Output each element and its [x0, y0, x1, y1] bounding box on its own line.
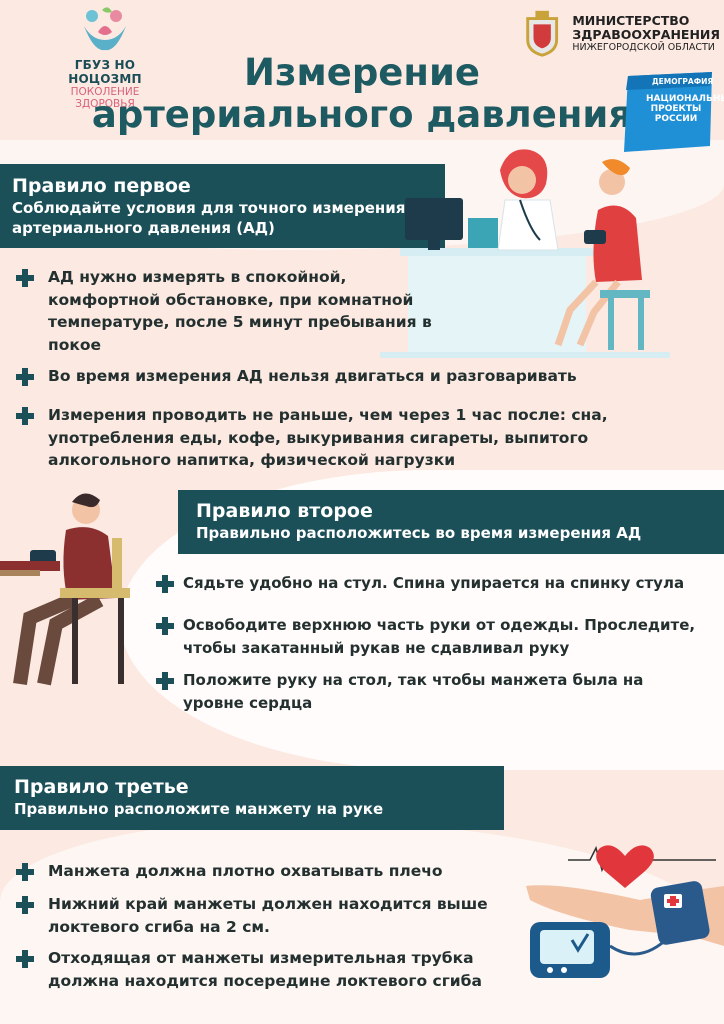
rule3-item-2: Нижний край манжеты должен находится выш… [16, 893, 488, 938]
rule1-item-3-line2: употребления еды, кофе, выкуривания сига… [48, 428, 589, 447]
rule1-item-3-line3: алкогольного напитка, физической нагрузк… [48, 451, 456, 469]
rule1-heading: Правило первое [12, 175, 191, 197]
org-logo: ГБУЗ НО НОЦОЗМП ПОКОЛЕНИЕ ЗДОРОВЬЯ [40, 6, 170, 110]
rule3-item-2-line2: локтевого сгиба на 2 см. [48, 917, 270, 936]
rule1-header: Правило первое Соблюдайте условия для то… [0, 164, 445, 248]
rule3-subtitle: Правильно расположите манжету на руке [14, 800, 384, 818]
rule1-subtitle-line1: Соблюдайте условия для точного измерения [12, 199, 406, 217]
rule2-heading: Правило второе [196, 500, 373, 522]
rule1-item-1-line4: покое [48, 335, 102, 354]
ministry-line1: МИНИСТЕРСТВО [572, 12, 690, 28]
rule3-item-1: Манжета должна плотно охватывать плечо [16, 860, 443, 883]
page-title-line2: артериального давления [91, 93, 633, 136]
rule2-item-1: Сядьте удобно на стул. Спина упирается н… [156, 572, 684, 595]
rule2-item-3-line2: уровне сердца [183, 693, 313, 712]
plus-icon [16, 407, 34, 425]
coat-of-arms-icon [526, 10, 559, 57]
arm-cuff-illustration [526, 845, 724, 978]
rule2-item-3: Положите руку на стол, так чтобы манжета… [156, 669, 643, 714]
rule1-subtitle-line2: артериального давления (АД) [12, 219, 275, 237]
rule2-item-3-line1: Положите руку на стол, так чтобы манжета… [183, 671, 644, 689]
rule3-item-3-line2: должна находится посередине локтевого сг… [48, 971, 482, 990]
rule3-header: Правило третье Правильно расположите ман… [0, 766, 504, 830]
badge-shape-icon [624, 72, 712, 152]
plus-icon [16, 950, 34, 968]
badge-line1: НАЦИОНАЛЬНЫЕ [646, 94, 724, 104]
page-title: Измерение артериального давления [0, 52, 724, 136]
rule2-item-1-line1: Сядьте удобно на стул. Спина упирается н… [183, 574, 685, 592]
plus-icon [156, 672, 174, 690]
ministry-logo: МИНИСТЕРСТВО ЗДРАВООХРАНЕНИЯ НИЖЕГОРОДСК… [520, 8, 720, 58]
national-projects-badge: ДЕМОГРАФИЯ НАЦИОНАЛЬНЫЕ ПРОЕКТЫ РОССИИ [622, 72, 724, 152]
org-logo-icon [84, 7, 126, 51]
plus-icon [16, 368, 34, 386]
rule1-item-1: АД нужно измерять в спокойной, комфортно… [16, 266, 432, 356]
rule2-item-2-line2: чтобы закатанный рукав не сдавливал руку [183, 638, 570, 657]
rule1-item-2: Во время измерения АД нельзя двигаться и… [16, 365, 577, 388]
org-subtitle: ПОКОЛЕНИЕ ЗДОРОВЬЯ [70, 86, 140, 110]
plus-icon [156, 617, 174, 635]
rule2-header: Правило второе Правильно расположитесь в… [178, 490, 724, 554]
rule1-item-1-line2: комфортной обстановке, при комнатной [48, 290, 414, 309]
rule1-item-2-line1: Во время измерения АД нельзя двигаться и… [48, 367, 577, 385]
rule3-item-3-line1: Отходящая от манжеты измерительная трубк… [48, 949, 474, 967]
seated-man-illustration [0, 493, 130, 686]
ministry-region: НИЖЕГОРОДСКОЙ ОБЛАСТИ [572, 41, 715, 53]
badge-line2: ПРОЕКТЫ [650, 104, 702, 114]
plus-icon [156, 575, 174, 593]
badge-line3: РОССИИ [654, 114, 698, 124]
ministry-line2: ЗДРАВООХРАНЕНИЯ [572, 26, 720, 42]
badge-top: ДЕМОГРАФИЯ [652, 77, 714, 86]
rule2-subtitle: Правильно расположитесь во время измерен… [196, 524, 642, 542]
org-name: ГБУЗ НО НОЦОЗМП [68, 58, 142, 86]
rule3-item-3: Отходящая от манжеты измерительная трубк… [16, 947, 482, 992]
rule2-item-2-line1: Освободите верхнюю часть руки от одежды.… [183, 616, 696, 634]
rule3-item-1-line1: Манжета должна плотно охватывать плечо [48, 862, 443, 880]
rule1-item-1-line1: АД нужно измерять в спокойной, [48, 268, 347, 286]
plus-icon [16, 863, 34, 881]
rule1-item-3: Измерения проводить не раньше, чем через… [16, 404, 608, 472]
rule1-item-1-line3: температуре, после 5 минут пребывания в [48, 313, 432, 331]
rule2-item-2: Освободите верхнюю часть руки от одежды.… [156, 614, 695, 659]
page-title-line1: Измерение [244, 51, 480, 94]
doctor-patient-illustration [380, 149, 670, 358]
heart-icon [596, 845, 654, 888]
plus-icon [16, 269, 34, 287]
rule3-item-2-line1: Нижний край манжеты должен находится выш… [48, 895, 488, 913]
rule1-item-3-line1: Измерения проводить не раньше, чем через… [48, 406, 608, 424]
plus-icon [16, 896, 34, 914]
rule3-heading: Правило третье [14, 776, 189, 798]
